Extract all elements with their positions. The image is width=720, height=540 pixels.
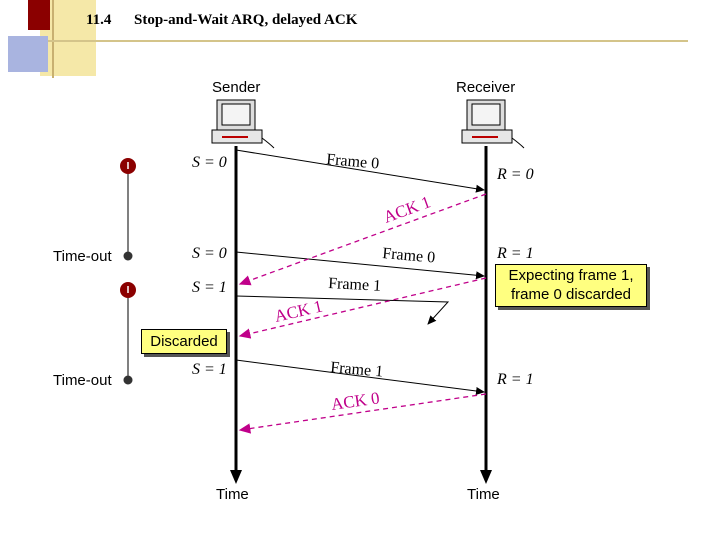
receiver-time-arrow [480, 470, 492, 484]
receiver-time-label: Time [467, 486, 500, 503]
discarded-note-text: Discarded [150, 333, 218, 350]
frame-label-3: Frame 1 [328, 275, 382, 295]
receiver-state-3: R = 1 [496, 371, 534, 388]
frame-label-2: Frame 0 [382, 245, 436, 267]
expecting-note-line-2: frame 0 discarded [496, 285, 646, 304]
timeout-label-2: Time-out [53, 372, 112, 389]
ack-label-3: ACK 0 [330, 388, 381, 414]
timeout-label-1: Time-out [53, 248, 112, 265]
receiver-state-2: R = 1 [496, 245, 534, 262]
frame-label-4: Frame 1 [330, 359, 384, 381]
timeout-dot-2 [124, 376, 133, 385]
discarded-note: Discarded [141, 329, 227, 354]
sender-state-2: S = 0 [192, 245, 227, 262]
sender-computer-icon [212, 100, 274, 148]
sender-state-4: S = 1 [192, 361, 227, 378]
expecting-note: Expecting frame 1, frame 0 discarded [495, 264, 647, 307]
frame-1-lost-arrow [236, 296, 448, 324]
sender-state-3: S = 1 [192, 279, 227, 296]
timeout-dot-1 [124, 252, 133, 261]
receiver-computer-icon [462, 100, 524, 148]
sender-time-arrow [230, 470, 242, 484]
expecting-note-line-1: Expecting frame 1, [496, 266, 646, 285]
ack-label-1: ACK 1 [381, 192, 433, 226]
ack-label-2: ACK 1 [273, 296, 325, 325]
timer-start-icon-1 [120, 158, 136, 174]
frame-label-1: Frame 0 [326, 151, 380, 173]
sender-time-label: Time [216, 486, 249, 503]
sender-label: Sender [212, 79, 260, 96]
timer-start-icon-2 [120, 282, 136, 298]
ack-1-arrow-1 [240, 194, 486, 284]
receiver-label: Receiver [456, 79, 515, 96]
sender-state-1: S = 0 [192, 154, 227, 171]
receiver-state-1: R = 0 [496, 166, 534, 183]
